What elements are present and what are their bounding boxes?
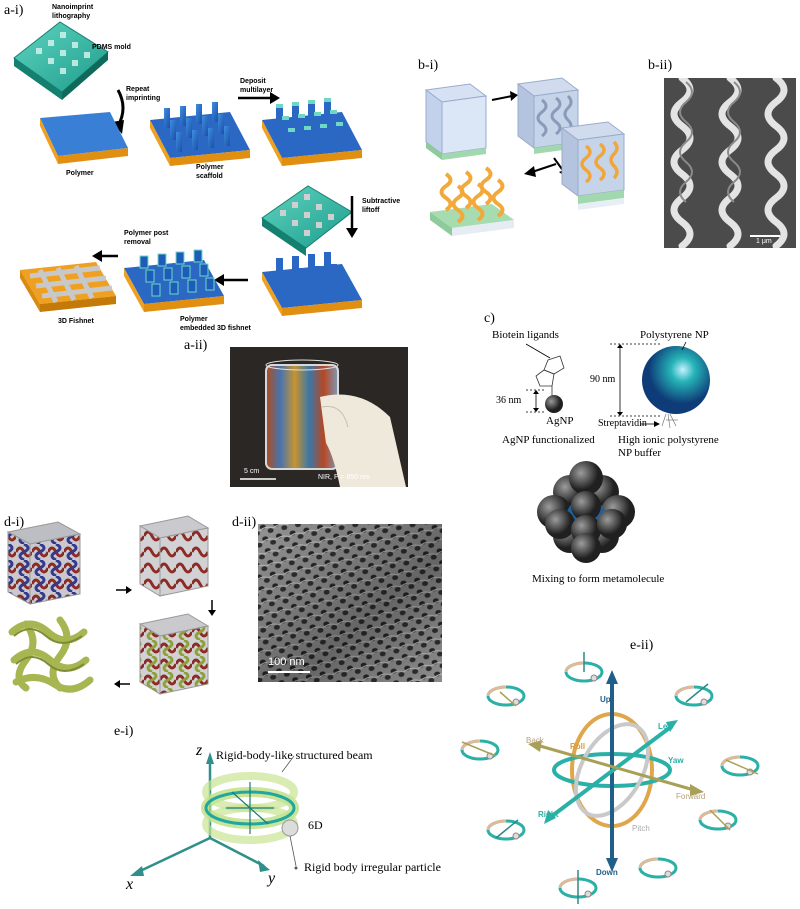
label-polymer: Polymer [66, 170, 94, 177]
label-polystyrene-np: Polystyrene NP [640, 329, 709, 341]
label-repeat: Repeat [126, 86, 150, 93]
structured-beam-schematic: Rigid-body-like structured beam 6D Rigid… [118, 742, 458, 902]
gyroid-sem-image: 100 nm [258, 524, 442, 682]
helix-fabrication-schematic [416, 76, 642, 256]
axis-x: x [126, 876, 134, 893]
gyroid-schematic [0, 512, 240, 702]
panel-label-c: c) [484, 311, 495, 326]
dof-yaw: Yaw [668, 756, 684, 765]
panel-label-b-i: b-i) [418, 58, 439, 73]
metamolecule-schematic: Biotein ligands 36 nm AgNP AgNP function… [490, 328, 790, 588]
label-high-ionic-1: High ionic polystyrene [618, 434, 719, 446]
label-imprinting: imprinting [126, 95, 161, 102]
label-agnp: AgNP [546, 415, 574, 427]
label-subtractive: Subtractive [362, 198, 401, 205]
beaker-photo: 5 cm NIR, P = 850 nm [230, 347, 408, 487]
label-streptavidin: Streptavidin [598, 418, 647, 429]
panel-label-d-i: d-i) [4, 515, 25, 530]
polymer-scaffold-drawing [150, 102, 250, 166]
fishnet-fabrication-schematic: Nanoimprint lithography PDMS mold Repeat… [0, 0, 410, 335]
scale-100nm: 100 nm [268, 656, 305, 668]
label-nir: NIR, P = 850 nm [318, 474, 370, 481]
dof-right: Right [538, 810, 559, 819]
fishnet-drawing [20, 262, 116, 312]
axis-y: y [268, 870, 276, 887]
scale-5cm: 5 cm [244, 468, 260, 475]
helix-sem-image: 1 μm [664, 78, 796, 248]
lifted-mold-drawing [261, 185, 353, 256]
label-liftoff: liftoff [362, 207, 380, 214]
liftoff-result-drawing [262, 252, 362, 316]
label-3d-fishnet: 3D Fishnet [58, 318, 94, 325]
axis-z: z [196, 742, 203, 759]
pdms-mold-drawing [13, 21, 109, 100]
label-lithography: lithography [52, 13, 91, 20]
label-rigid-body-beam: Rigid-body-like structured beam [216, 748, 373, 762]
label-6d: 6D [308, 818, 323, 832]
label-biotein-ligands: Biotein ligands [492, 329, 559, 341]
six-dof-schematic: Up Down Left Right Back Forward Roll Yaw… [456, 650, 800, 906]
dof-pitch: Pitch [632, 824, 650, 833]
label-polymer-embedded-2: embedded 3D fishnet [180, 325, 251, 332]
embedded-fishnet-drawing [124, 249, 224, 312]
label-nanoimprint: Nanoimprint [52, 4, 94, 11]
panel-label-d-ii: d-ii) [232, 515, 257, 530]
label-rigid-particle: Rigid body irregular particle [304, 860, 441, 874]
dof-up: Up [600, 695, 611, 704]
dof-forward: Forward [676, 792, 706, 801]
dof-left: Left [658, 722, 673, 731]
label-agnp-functionalized: AgNP functionalized [502, 434, 595, 446]
multilayer-drawing [262, 98, 362, 166]
label-deposit: Deposit [240, 78, 266, 85]
panel-label-e-i: e-i) [114, 724, 134, 739]
label-polymer-embedded-1: Polymer [180, 316, 208, 323]
panel-label-a-ii: a-ii) [184, 338, 208, 353]
label-polymer-post: Polymer post [124, 230, 169, 237]
label-polymer-scaffold-1: Polymer [196, 164, 224, 171]
label-90nm: 90 nm [590, 374, 616, 385]
panel-label-a-i: a-i) [4, 3, 24, 18]
polymer-slab-drawing [40, 112, 128, 164]
label-removal: removal [124, 239, 151, 246]
label-mixing: Mixing to form metamolecule [532, 573, 665, 585]
panel-label-b-ii: b-ii) [648, 58, 673, 73]
scale-1um: 1 μm [756, 238, 772, 245]
label-36nm: 36 nm [496, 395, 522, 406]
label-polymer-scaffold-2: scaffold [196, 173, 223, 180]
label-pdms-mold: PDMS mold [92, 44, 131, 51]
dof-down: Down [596, 868, 618, 877]
panel-label-e-ii: e-ii) [630, 638, 654, 653]
label-high-ionic-2: NP buffer [618, 447, 662, 459]
label-multilayer: multilayer [240, 87, 274, 94]
dof-back: Back [526, 736, 544, 745]
dof-roll: Roll [570, 742, 586, 751]
